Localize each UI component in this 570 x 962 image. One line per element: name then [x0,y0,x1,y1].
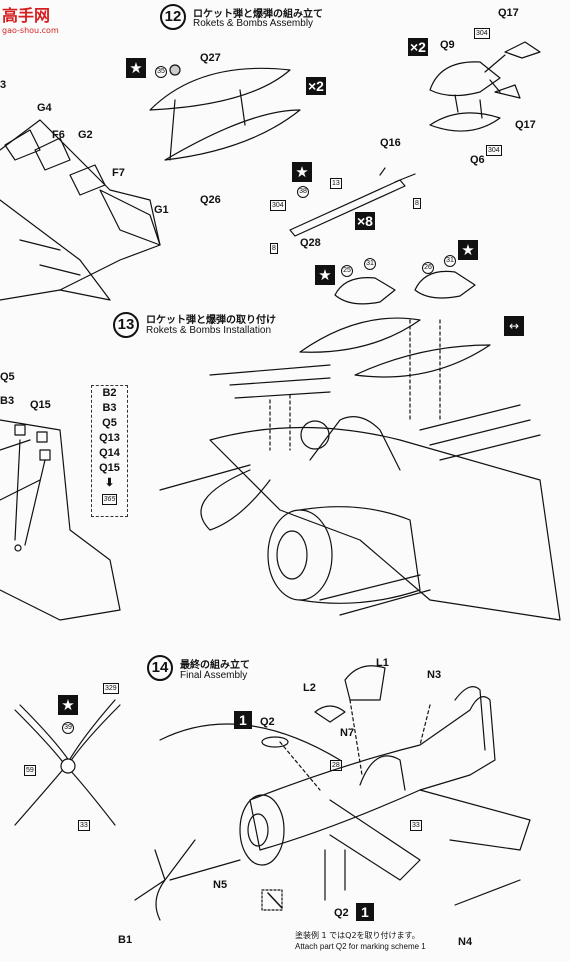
step-14-number: 14 [147,655,173,681]
watermark-logo: 高手网 gao-shou.com [2,2,59,35]
bomb-drawing [429,41,541,132]
step-13-number: 13 [113,312,139,338]
swap-arrows-icon: ↔ [504,316,524,336]
paint-callout: 25 [341,265,353,277]
paint-callout: 13 [330,178,342,189]
part-list-item: B3 [102,402,117,414]
paint-callout: 304 [474,28,490,39]
step-14-title-en: Final Assembly [180,670,248,681]
marking-scheme-badge: 1 [356,903,374,921]
step-12-title-jp: ロケット弾と爆弾の組み立て [193,9,323,20]
star-marking-icon: ★ [126,58,146,78]
part-q9: Q9 [440,39,455,51]
installation-drawing [159,270,561,621]
step-12-title-en: Rokets & Bombs Assembly [193,18,314,29]
paint-callout: 59 [24,765,36,776]
part-l1: L1 [376,657,389,669]
part-q2-top: Q2 [260,716,275,728]
step-13-title-en: Rokets & Bombs Installation [146,325,272,336]
part-b3: B3 [0,395,15,407]
part-list-paint-code: 365 [101,494,118,505]
step-12-number: 12 [160,4,186,30]
part-q5: Q5 [0,371,15,383]
star-marking-icon: ★ [58,695,78,715]
part-l2: L2 [303,682,316,694]
step-13-title-jp: ロケット弾と爆弾の取り付け [146,315,276,326]
part-g2: G2 [78,129,93,141]
part-q6: Q6 [470,154,485,166]
part-n3: N3 [427,669,442,681]
marking-scheme-badge: 1 [234,711,252,729]
paint-callout: 28 [330,760,342,771]
part-b3-edge: 3 [0,79,7,91]
down-arrow-icon: ⬇ [104,477,115,489]
footnote-jp: 塗装例 1 ではQ2を取り付けます。 [295,931,420,940]
part-q17-top: Q17 [498,7,519,19]
star-marking-icon: ★ [458,240,478,260]
paint-callout: 26 [422,262,434,274]
part-q15: Q15 [30,399,51,411]
pylon-drawing [149,64,301,161]
paint-callout: 33 [410,820,422,831]
final-aircraft-drawing [134,665,531,921]
part-f7: F7 [112,167,125,179]
multiplier-x8-rocket: ×8 [355,212,375,230]
paint-callout: 8 [270,243,278,254]
paint-callout: 31 [364,258,376,270]
multiplier-x2-pylon: ×2 [306,77,326,95]
rocket-drawing [289,167,416,237]
left-wing-parts-drawing [0,119,161,301]
part-q26: Q26 [200,194,221,206]
left-wing-step13-drawing [0,419,121,621]
part-b1: B1 [118,934,133,946]
part-list-item: Q14 [99,447,120,459]
part-list-item: Q5 [102,417,117,429]
part-n5: N5 [213,879,228,891]
part-list-item: Q15 [99,462,120,474]
paint-callout: 329 [103,683,119,694]
part-q28: Q28 [300,237,321,249]
paint-callout: 8 [413,198,421,209]
part-q17-bottom: Q17 [515,119,536,131]
part-f6: F6 [52,129,65,141]
star-marking-icon: ★ [292,162,312,182]
part-n7: N7 [340,727,355,739]
propeller-drawing [14,699,121,826]
part-g1: G1 [154,204,169,216]
multiplier-x2-bomb: ×2 [408,38,428,56]
required-parts-list: B2 B3 Q5 Q13 Q14 Q15 ⬇ 365 [91,385,128,517]
paint-callout: 38 [297,186,309,198]
part-list-item: Q13 [99,432,120,444]
watermark-sub: gao-shou.com [2,26,59,35]
paint-callout: 39 [62,722,74,734]
footnote-en: Attach part Q2 for marking scheme 1 [295,942,426,951]
paint-callout: 35 [155,66,167,78]
watermark-main: 高手网 [2,6,51,25]
step-14-title-jp: 最終の組み立て [180,660,250,671]
star-marking-icon: ★ [315,265,335,285]
part-n4: N4 [458,936,473,948]
part-list-item: B2 [102,387,117,399]
part-q16: Q16 [380,137,401,149]
paint-callout: 304 [486,145,502,156]
part-g4: G4 [37,102,52,114]
paint-callout: 31 [444,255,456,267]
paint-callout: 33 [78,820,90,831]
paint-callout: 304 [270,200,286,211]
part-q27: Q27 [200,52,221,64]
part-q2-bottom: Q2 [334,907,349,919]
